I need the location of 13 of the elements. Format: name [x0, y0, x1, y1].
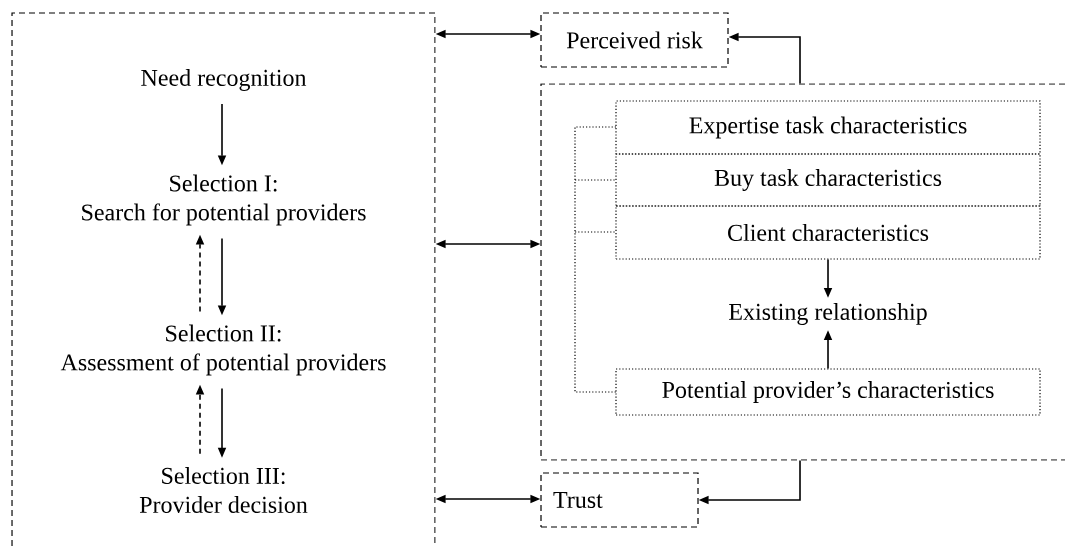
stage-label: Need recognition [141, 69, 307, 91]
stage-label: Existing relationship [729, 303, 927, 325]
stage-label: Selection I: Search for potential providers [82, 174, 366, 226]
dashed-box: Trust [540, 472, 699, 528]
dotted-box: Potential provider’s characteristics [615, 368, 1041, 416]
dashed-frame [11, 12, 436, 547]
stage-label: Selection III: Provider decision [139, 467, 308, 513]
dotted-box: Client characteristics [615, 205, 1041, 260]
dotted-box: Expertise task characteristics [615, 100, 1041, 155]
dotted-box: Buy task characteristics [615, 153, 1041, 207]
dashed-frame [540, 83, 1065, 461]
stage-label: Selection II: Assessment of potential providers [60, 324, 386, 376]
dashed-box: Perceived risk [540, 12, 729, 68]
